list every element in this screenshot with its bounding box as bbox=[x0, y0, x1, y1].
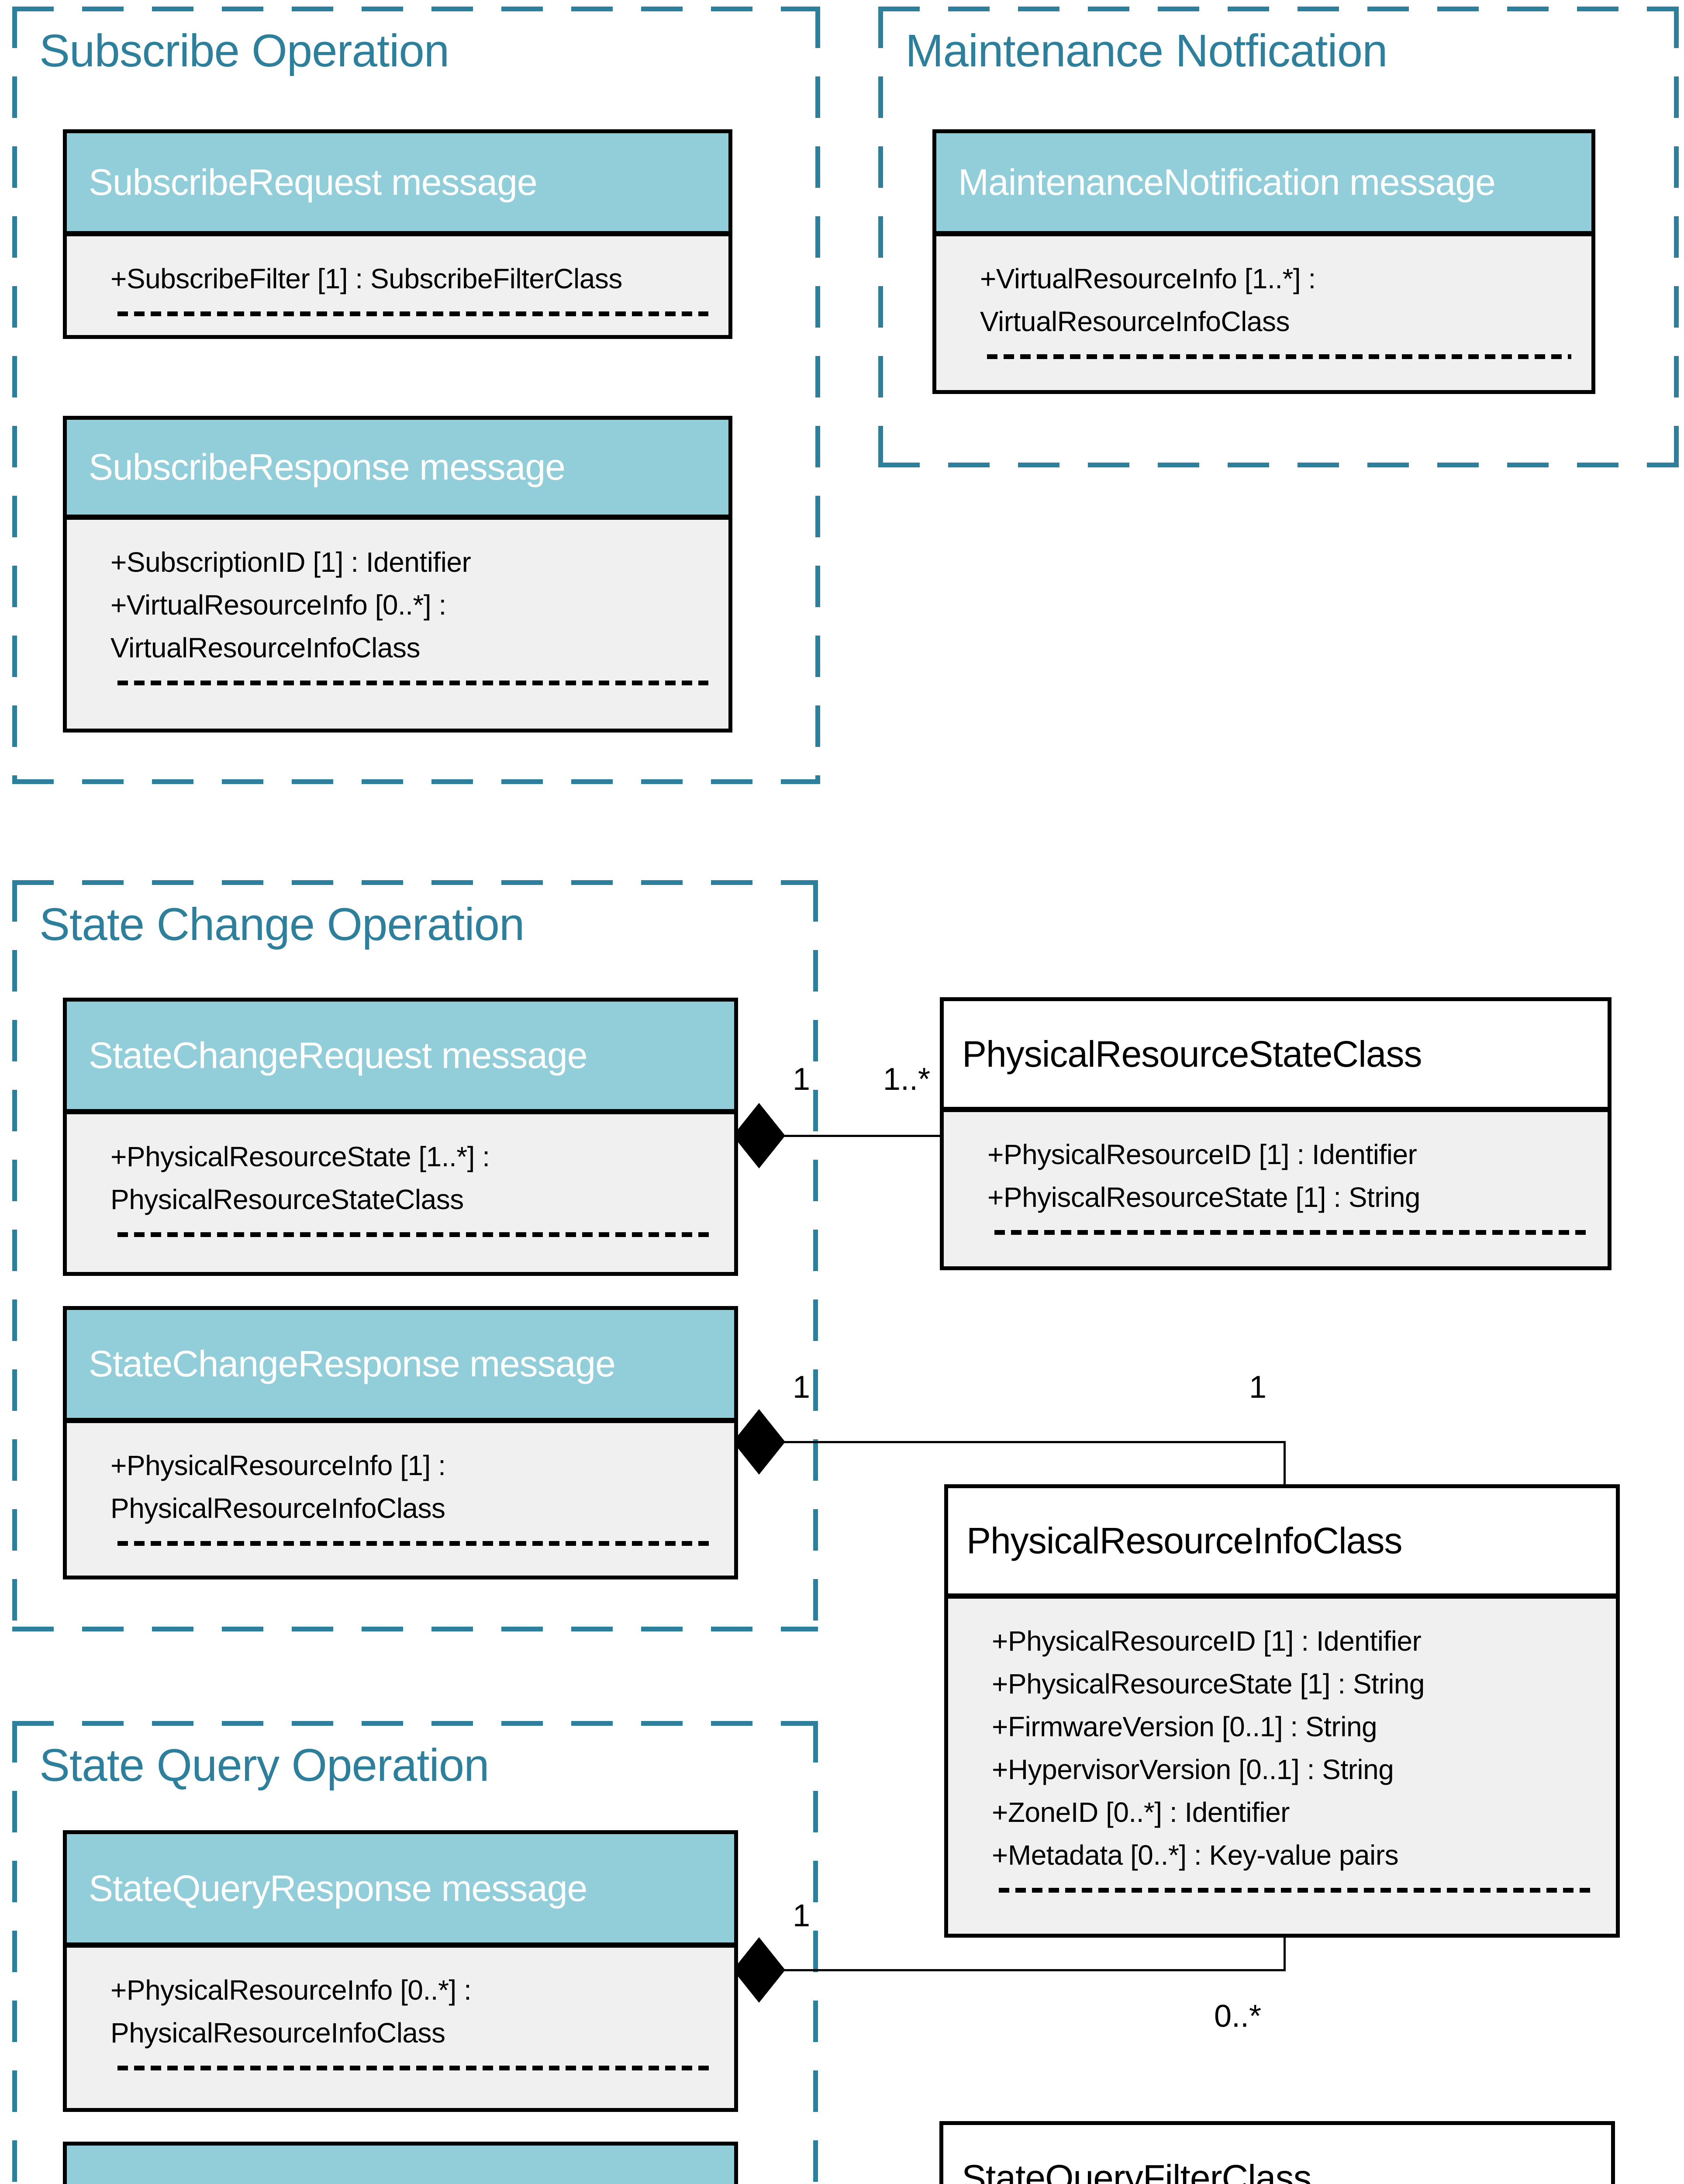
attribute-separator bbox=[117, 681, 708, 685]
class-box-body: +PhysicalResourceInfo [0..*] : PhysicalR… bbox=[67, 1948, 734, 2070]
group-title-maintenance-notification: Maintenance Notfication bbox=[905, 25, 1387, 76]
class-box-state-query-filter-class: StateQueryFilterClass +PhysicalResourceI… bbox=[939, 2121, 1615, 2184]
class-box-subscribe-request: SubscribeRequest message +SubscribeFilte… bbox=[63, 129, 732, 339]
attribute: +PhysicalResourceInfo [1] : PhysicalReso… bbox=[110, 1450, 446, 1524]
attribute-separator bbox=[994, 1230, 1587, 1235]
class-box-header: PhysicalResourceStateClass bbox=[944, 1001, 1608, 1112]
class-box-title: PhysicalResourceStateClass bbox=[962, 1033, 1422, 1075]
class-box-header: StateChangeRequest message bbox=[67, 1002, 734, 1114]
attribute: +VirtualResourceInfo [1..*] : VirtualRes… bbox=[980, 263, 1316, 337]
class-box-header: StateQueryResponse message bbox=[67, 1834, 734, 1948]
attribute: +PhyiscalResourceState [1] : String bbox=[987, 1182, 1421, 1213]
class-box-header: MaintenanceNotification message bbox=[936, 133, 1591, 236]
class-box-body: +PhysicalResourceInfo [1] : PhysicalReso… bbox=[67, 1423, 734, 1546]
attribute: +PhysicalResourceInfo [0..*] : PhysicalR… bbox=[110, 1974, 472, 2049]
attribute-separator bbox=[117, 1232, 714, 1237]
attribute: +HypervisorVersion [0..1] : String bbox=[992, 1754, 1394, 1785]
class-box-maintenance-notification: MaintenanceNotification message +Virtual… bbox=[932, 129, 1595, 394]
class-box-title: StateQueryRequest message bbox=[89, 2178, 559, 2184]
class-box-state-query-response: StateQueryResponse message +PhysicalReso… bbox=[63, 1830, 738, 2112]
attribute-separator bbox=[999, 1888, 1596, 1893]
attribute-separator bbox=[117, 2066, 714, 2070]
connector-line bbox=[762, 1441, 1286, 1443]
connector-line bbox=[762, 1135, 941, 1137]
class-box-title: StateChangeResponse message bbox=[89, 1343, 616, 1384]
attribute: +PhysicalResourceID [1] : Identifier bbox=[992, 1625, 1422, 1657]
multiplicity-label: 0..* bbox=[1214, 1999, 1262, 2034]
class-box-title: StateQueryFilterClass bbox=[962, 2157, 1312, 2184]
class-box-title: SubscribeRequest message bbox=[89, 161, 538, 203]
attribute: +ZoneID [0..*] : Identifier bbox=[992, 1797, 1290, 1828]
group-title-subscribe-operation: Subscribe Operation bbox=[39, 25, 449, 76]
class-box-header: StateQueryRequest message bbox=[67, 2146, 734, 2184]
class-box-body: +PhysicalResourceState [1..*] : Physical… bbox=[67, 1114, 734, 1237]
class-box-header: SubscribeRequest message bbox=[67, 133, 728, 236]
multiplicity-label: 1 bbox=[793, 1062, 811, 1097]
class-box-title: MaintenanceNotification message bbox=[958, 161, 1496, 203]
class-box-physical-resource-info-class: PhysicalResourceInfoClass +PhysicalResou… bbox=[944, 1484, 1620, 1938]
multiplicity-label: 1 bbox=[793, 1898, 811, 1933]
class-box-body: +VirtualResourceInfo [1..*] : VirtualRes… bbox=[936, 236, 1591, 359]
class-box-physical-resource-state-class: PhysicalResourceStateClass +PhysicalReso… bbox=[940, 997, 1612, 1270]
attribute-separator bbox=[117, 1541, 714, 1546]
class-box-body: +SubscriptionID [1] : Identifier +Virtua… bbox=[67, 520, 728, 685]
multiplicity-label: 1 bbox=[1249, 1370, 1266, 1405]
connector-line bbox=[1284, 1441, 1286, 1487]
class-box-title: StateQueryResponse message bbox=[89, 1867, 587, 1909]
attribute: +PhysicalResourceState [1] : String bbox=[992, 1668, 1425, 1700]
connector-line bbox=[762, 1969, 1286, 1971]
class-box-body: +PhysicalResourceID [1] : Identifier +Ph… bbox=[948, 1599, 1616, 1893]
class-box-header: PhysicalResourceInfoClass bbox=[948, 1488, 1616, 1599]
connector-line bbox=[1284, 1938, 1286, 1971]
class-box-title: StateChangeRequest message bbox=[89, 1034, 587, 1076]
class-box-header: StateQueryFilterClass bbox=[943, 2125, 1611, 2184]
class-box-title: PhysicalResourceInfoClass bbox=[966, 1520, 1402, 1561]
class-box-header: SubscribeResponse message bbox=[67, 420, 728, 520]
class-box-state-change-response: StateChangeResponse message +PhysicalRes… bbox=[63, 1306, 738, 1579]
attribute: +SubscriptionID [1] : Identifier bbox=[110, 546, 471, 578]
class-box-body: +PhysicalResourceID [1] : Identifier +Ph… bbox=[944, 1112, 1608, 1235]
class-box-body: +SubscribeFilter [1] : SubscribeFilterCl… bbox=[67, 236, 728, 316]
attribute: +SubscribeFilter [1] : SubscribeFilterCl… bbox=[110, 263, 622, 294]
multiplicity-label: 1 bbox=[793, 1370, 811, 1405]
class-box-subscribe-response: SubscribeResponse message +SubscriptionI… bbox=[63, 416, 732, 733]
group-title-state-change-operation: State Change Operation bbox=[39, 899, 525, 950]
group-title-state-query-operation: State Query Operation bbox=[39, 1740, 490, 1791]
class-box-state-query-request: StateQueryRequest message StateQueryFilt… bbox=[63, 2142, 738, 2184]
multiplicity-label: 1..* bbox=[883, 1062, 930, 1097]
attribute: +PhysicalResourceID [1] : Identifier bbox=[987, 1139, 1417, 1170]
attribute-separator bbox=[117, 311, 708, 316]
attribute: +VirtualResourceInfo [0..*] : VirtualRes… bbox=[110, 589, 446, 663]
attribute: +FirmwareVersion [0..1] : String bbox=[992, 1711, 1377, 1742]
attribute-separator bbox=[987, 354, 1571, 359]
class-box-title: SubscribeResponse message bbox=[89, 446, 566, 487]
class-box-state-change-request: StateChangeRequest message +PhysicalReso… bbox=[63, 998, 738, 1276]
class-box-header: StateChangeResponse message bbox=[67, 1310, 734, 1423]
attribute: +Metadata [0..*] : Key-value pairs bbox=[992, 1839, 1399, 1871]
attribute: +PhysicalResourceState [1..*] : Physical… bbox=[110, 1141, 490, 1215]
